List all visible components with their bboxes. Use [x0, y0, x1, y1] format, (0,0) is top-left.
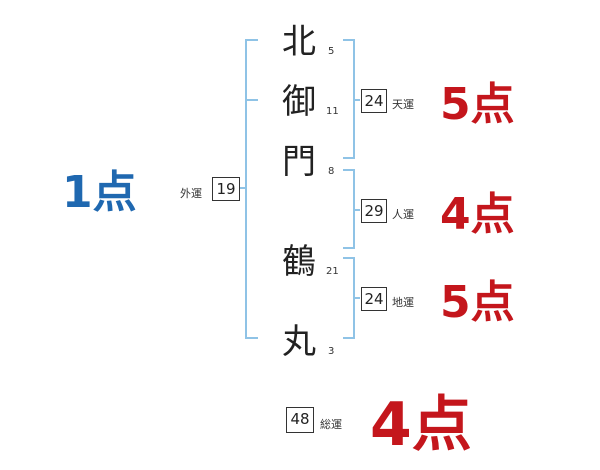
jinkaku-score: 4点 — [440, 189, 515, 240]
chikaku-label: 地運 — [392, 296, 414, 309]
soukaku-score: 4点 — [370, 390, 472, 460]
gaikaku-score: 1点 — [62, 167, 137, 218]
name-char-1: 北 — [282, 22, 316, 62]
soukaku-value-box: 48 — [286, 407, 314, 433]
name-char-2: 御 — [282, 82, 316, 122]
soukaku-label: 総運 — [320, 418, 342, 431]
gaikaku-label: 外運 — [180, 187, 202, 200]
chikaku-value-box: 24 — [361, 287, 387, 311]
chikaku-score: 5点 — [440, 277, 515, 328]
jinkaku-value-box: 29 — [361, 199, 387, 223]
tenkaku-value-box: 24 — [361, 89, 387, 113]
jinkaku-bracket — [343, 169, 355, 249]
outer-bracket — [245, 39, 258, 339]
stroke-count-1: 5 — [328, 46, 335, 57]
name-char-3: 門 — [282, 142, 316, 182]
tenkaku-bracket — [343, 39, 355, 159]
chikaku-bracket — [343, 257, 355, 339]
stroke-count-4: 21 — [326, 266, 339, 277]
stroke-count-3: 8 — [328, 166, 335, 177]
stroke-count-2: 11 — [326, 106, 339, 117]
jinkaku-label: 人運 — [392, 208, 414, 221]
gaikaku-value-box: 19 — [212, 177, 240, 201]
name-char-5: 丸 — [282, 322, 316, 362]
tenkaku-score: 5点 — [440, 79, 515, 130]
name-char-4: 鶴 — [282, 242, 316, 282]
stroke-count-5: 3 — [328, 346, 335, 357]
tenkaku-label: 天運 — [392, 98, 414, 111]
